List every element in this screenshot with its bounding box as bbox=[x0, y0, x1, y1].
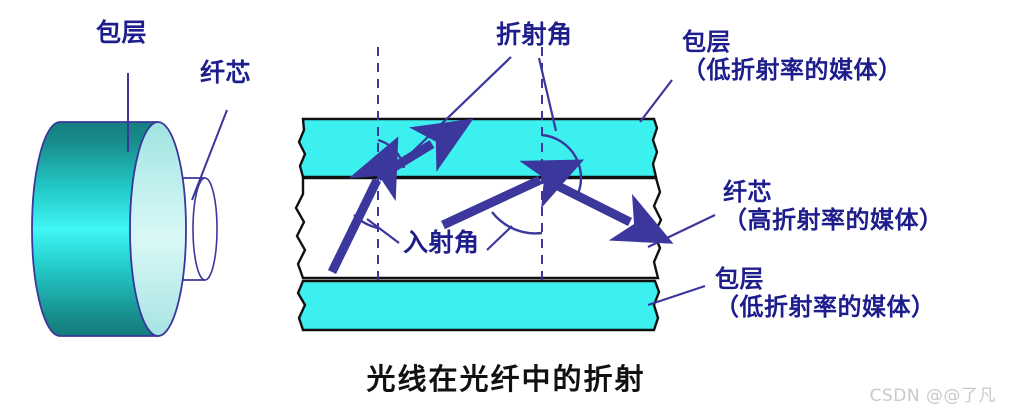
incident-leader-right bbox=[486, 225, 513, 251]
top-cladding-band bbox=[297, 117, 659, 179]
fiber-cross-section bbox=[294, 47, 674, 332]
label-cladding-bottom-right-line2: （低折射率的媒体） bbox=[715, 293, 936, 322]
label-core-left: 纤芯 bbox=[200, 58, 252, 87]
leader-line-cladding-bottom-right bbox=[647, 284, 706, 307]
leader-line-core-right bbox=[647, 214, 716, 248]
reflected-ray-right bbox=[539, 173, 674, 244]
cladding-cylinder bbox=[31, 121, 187, 337]
incident-leader-left bbox=[366, 218, 400, 244]
leader-line-core-left bbox=[191, 109, 228, 201]
label-cladding-bottom-right-line1: 包层 bbox=[715, 265, 764, 293]
figure-title: 光线在光纤中的折射 bbox=[366, 362, 646, 396]
label-cladding-top-right-line1: 包层 bbox=[682, 28, 731, 56]
angle-arc-refraction-right bbox=[541, 133, 583, 199]
label-cladding-left: 包层 bbox=[96, 18, 148, 47]
left-fiber-cylinder bbox=[31, 73, 228, 337]
bottom-cladding-band bbox=[296, 279, 661, 332]
angle-arc-incident-right bbox=[491, 211, 543, 235]
label-core-right: 纤芯 （高折射率的媒体） bbox=[723, 178, 944, 235]
incident-ray-right bbox=[441, 159, 585, 230]
leader-line-cladding-top-right bbox=[639, 79, 673, 123]
label-cladding-top-right: 包层 （低折射率的媒体） bbox=[682, 28, 903, 85]
label-cladding-bottom-right: 包层 （低折射率的媒体） bbox=[715, 265, 936, 322]
label-incident-angle: 入射角 bbox=[403, 228, 480, 257]
label-core-right-line1: 纤芯 bbox=[723, 178, 772, 206]
angle-arc-refraction-left bbox=[377, 138, 406, 169]
refraction-leader-right bbox=[537, 57, 558, 132]
label-refraction-angle: 折射角 bbox=[496, 20, 573, 49]
refraction-leader-left bbox=[403, 56, 512, 161]
incident-ray-left bbox=[327, 136, 399, 274]
csdn-watermark: CSDN @@了凡 bbox=[869, 386, 996, 406]
label-core-right-line2: （高折射率的媒体） bbox=[723, 206, 944, 235]
label-cladding-top-right-line2: （低折射率的媒体） bbox=[682, 56, 903, 85]
